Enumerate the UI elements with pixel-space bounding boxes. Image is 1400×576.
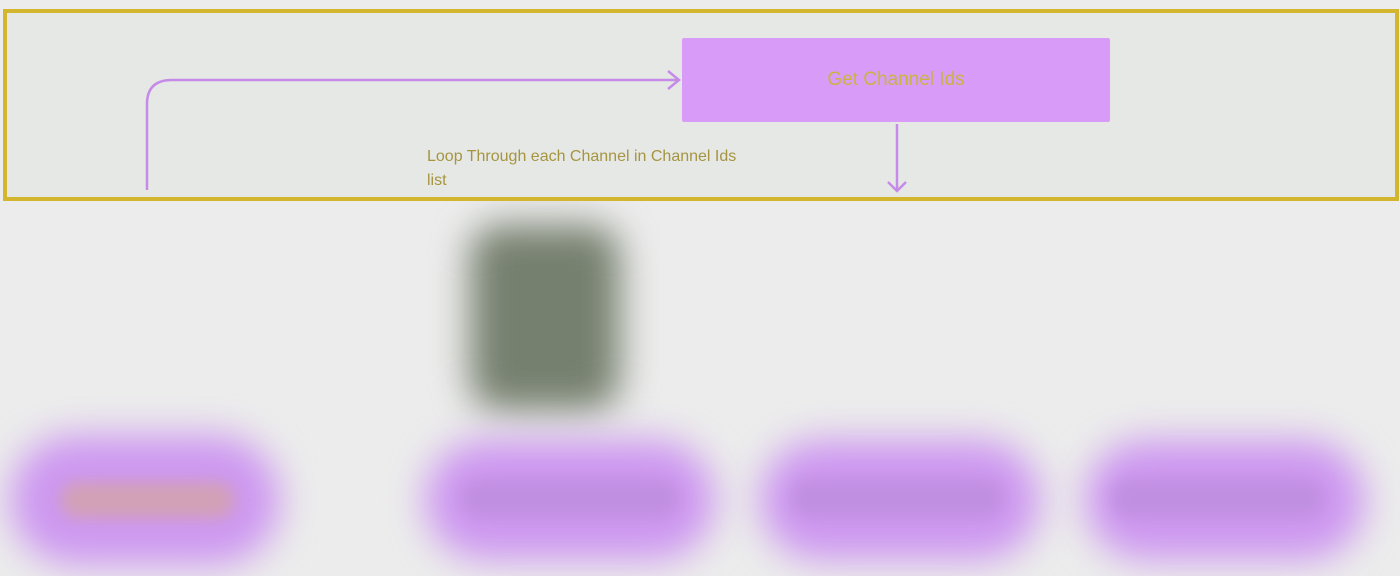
loop-edge-label: Loop Through each Channel in Channel Ids… <box>427 148 737 189</box>
down-edge-arrowhead <box>887 181 907 193</box>
blurred-node-3-label <box>790 478 1005 518</box>
get-channel-ids-node[interactable]: Get Channel Ids <box>682 38 1110 122</box>
blurred-node-2-label <box>460 478 680 518</box>
loop-edge-arrowhead <box>667 70 681 90</box>
loop-edge <box>145 78 678 190</box>
blurred-node-4-label <box>1110 478 1325 518</box>
blurred-node-1-label <box>60 482 235 518</box>
blurred-image-block <box>470 225 620 410</box>
node-label: Get Channel Ids <box>827 69 965 90</box>
